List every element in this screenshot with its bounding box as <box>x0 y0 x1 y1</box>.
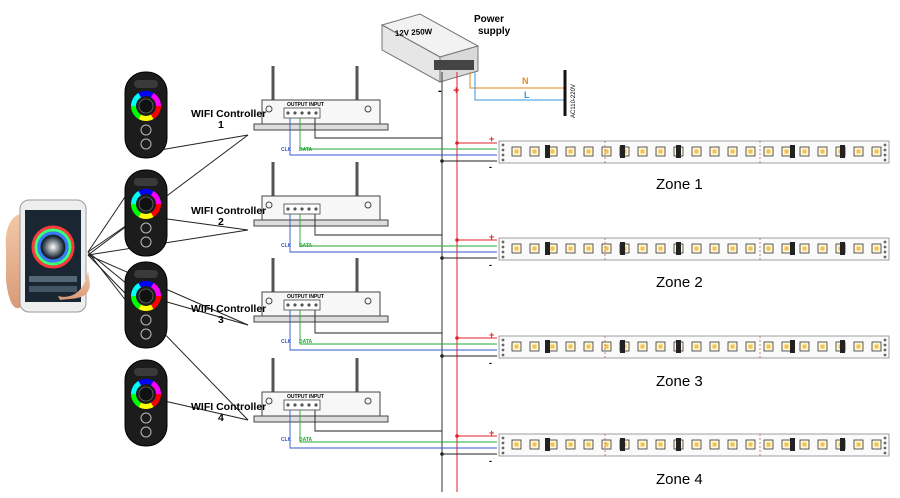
brightness-up-icon[interactable] <box>140 412 152 424</box>
port-label-3: OUTPUT INPUT <box>287 294 324 300</box>
rgb-touch-remote-icon[interactable] <box>124 261 168 349</box>
rgb-touch-remote-icon[interactable] <box>124 71 168 159</box>
brightness-up-icon[interactable] <box>140 222 152 234</box>
psu-neg-label: - <box>438 85 442 97</box>
controller-labels: WIFI Controller 1 WIFI Controller 2 WIFI… <box>191 108 266 424</box>
data-label-3: DATA <box>299 339 313 345</box>
plus-mark-3: + <box>489 330 494 340</box>
minus-mark-4: - <box>489 456 492 466</box>
brightness-up-icon[interactable] <box>140 124 152 136</box>
brightness-down-icon[interactable] <box>140 236 152 248</box>
plus-mark-2: + <box>489 232 494 242</box>
clk-label-1: CLK <box>281 147 292 153</box>
led-strip-icon <box>498 433 890 457</box>
minus-mark-1: - <box>489 162 492 172</box>
wifi-controller-icon[interactable] <box>253 162 389 227</box>
brightness-down-icon[interactable] <box>140 138 152 150</box>
data-label-1: DATA <box>299 147 313 153</box>
wireless-links <box>87 134 249 421</box>
controller-1-label: WIFI Controller <box>191 108 266 120</box>
controller-4-label: WIFI Controller <box>191 401 266 413</box>
controller-2-number: 2 <box>218 216 224 228</box>
ac-input-label: AC110-220V <box>571 84 577 118</box>
neutral-label: N <box>522 76 529 86</box>
minus-mark-3: - <box>489 358 492 368</box>
brightness-down-icon[interactable] <box>140 426 152 438</box>
psu-pos-label: + <box>453 85 459 97</box>
clk-label-4: CLK <box>281 437 292 443</box>
zone-4-wiring <box>289 410 497 456</box>
rgb-touch-remote-icon[interactable] <box>124 359 168 447</box>
ac-input: N L AC110-220V <box>469 70 577 118</box>
strip-polarity-marks: + - + - + - + - <box>489 134 494 466</box>
port-label-4: OUTPUT INPUT <box>287 394 324 400</box>
led-strip-icon <box>498 335 890 359</box>
wifi-controller-icon[interactable] <box>253 258 389 323</box>
smartphone-icon[interactable] <box>5 199 90 313</box>
clk-label-3: CLK <box>281 339 292 345</box>
controller-3-label: WIFI Controller <box>191 303 266 315</box>
controller-1-number: 1 <box>218 119 224 131</box>
port-label-1: OUTPUT INPUT <box>287 102 324 108</box>
color-wheel-icon[interactable] <box>31 225 75 269</box>
led-strip-icon <box>498 140 890 164</box>
zone-1-label: Zone 1 <box>656 176 703 193</box>
data-label-4: DATA <box>299 437 313 443</box>
data-label-2: DATA <box>299 243 313 249</box>
minus-mark-2: - <box>489 260 492 270</box>
live-label: L <box>524 90 530 100</box>
wifi-controller-icon[interactable] <box>253 358 389 423</box>
zone-labels: Zone 1 Zone 2 Zone 3 Zone 4 <box>656 176 703 488</box>
led-strip-icon <box>498 237 890 261</box>
zone-2-label: Zone 2 <box>656 274 703 291</box>
zone-3-wiring <box>289 310 497 358</box>
wifi-controller-icon[interactable] <box>253 66 389 131</box>
zone-2-wiring <box>289 214 497 260</box>
clk-label-2: CLK <box>281 243 292 249</box>
plus-mark-4: + <box>489 428 494 438</box>
signal-labels: CLK DATA CLK DATA CLK DATA CLK DATA <box>281 147 313 443</box>
zone-4-label: Zone 4 <box>656 471 703 488</box>
controller-3-number: 3 <box>218 314 224 326</box>
power-supply: 12V 250W Power supply - + <box>380 13 511 97</box>
zone-3-label: Zone 3 <box>656 373 703 390</box>
terminal-block-icon <box>434 60 474 70</box>
plus-mark-1: + <box>489 134 494 144</box>
brightness-up-icon[interactable] <box>140 314 152 326</box>
brightness-down-icon[interactable] <box>140 328 152 340</box>
power-supply-title-2: supply <box>478 26 511 37</box>
controller-2-label: WIFI Controller <box>191 205 266 217</box>
controller-4-number: 4 <box>218 412 224 424</box>
rgb-touch-remote-icon[interactable] <box>124 169 168 257</box>
power-supply-title-1: Power <box>474 14 504 25</box>
power-rating: 12V 250W <box>395 27 433 38</box>
zone-1-wiring <box>289 118 497 163</box>
port-labels: OUTPUT INPUT OUTPUT INPUT OUTPUT INPUT <box>287 102 324 400</box>
